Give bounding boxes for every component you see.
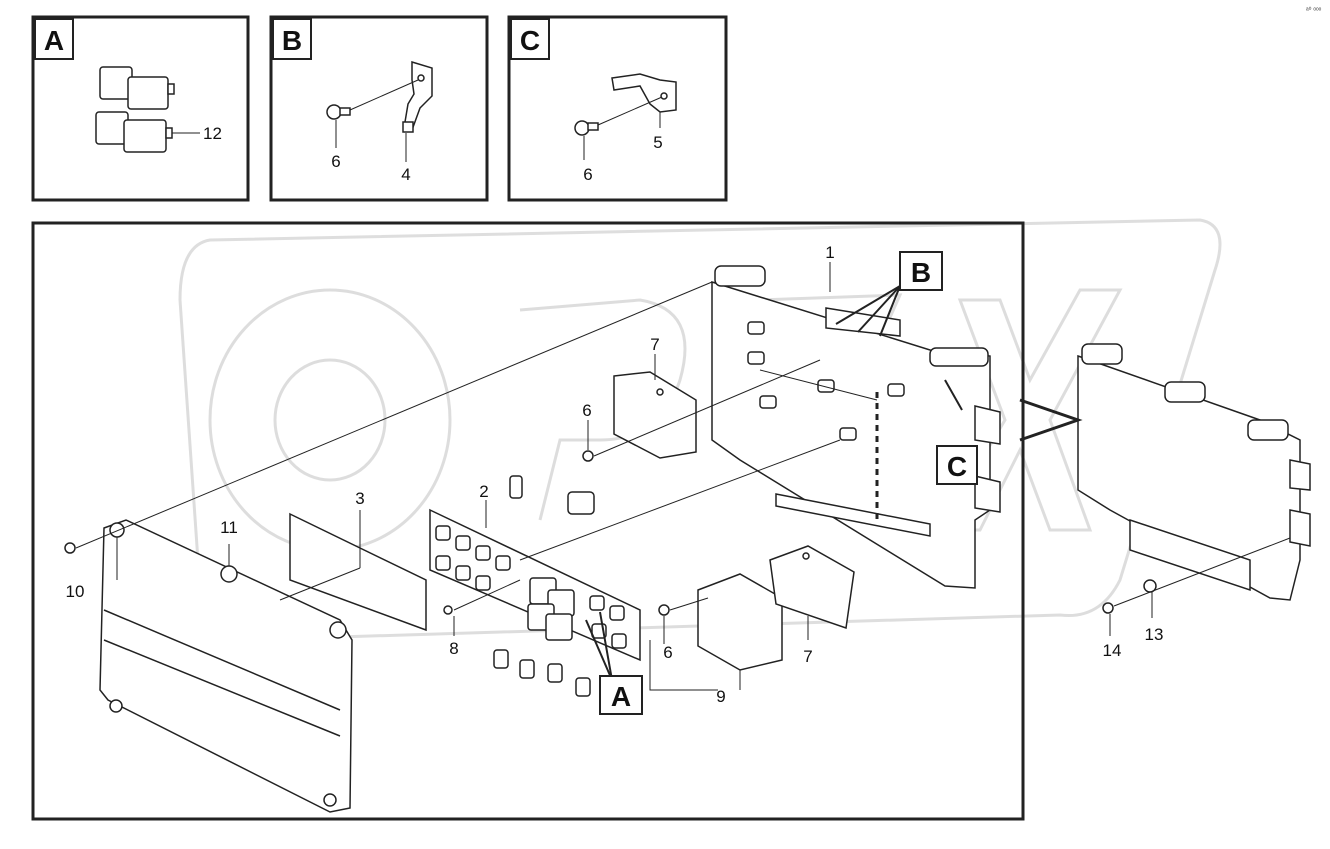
callout-2: 2 <box>479 482 488 501</box>
callout-6-upper: 6 <box>582 401 591 420</box>
module-lower <box>697 545 855 671</box>
bracket-4-shape <box>402 60 433 133</box>
callout-9: 9 <box>716 687 725 706</box>
callout-box-a: A <box>599 675 643 715</box>
arrow-lines-b <box>585 285 963 681</box>
callout-4: 4 <box>401 165 410 184</box>
callout-8: 8 <box>449 639 458 658</box>
main-letter-c: C <box>947 451 967 482</box>
callout-numbers: 1 2 3 10 11 8 6 7 6 9 7 13 14 <box>66 243 1164 706</box>
screw-6-shape <box>326 104 351 120</box>
main-letter-a: A <box>611 681 631 712</box>
panel-a-letter: A <box>44 25 64 56</box>
detail-panel-c: C 6 5 <box>507 15 728 202</box>
panel-c-callout-6: 6 <box>583 165 592 184</box>
ecu-box <box>711 265 1001 589</box>
callout-11: 11 <box>220 518 238 537</box>
callout-5: 5 <box>653 133 662 152</box>
main-frame <box>31 221 1025 821</box>
callout-10: 10 <box>66 582 85 601</box>
panel-b-callout-6: 6 <box>331 152 340 171</box>
callout-6-lower: 6 <box>663 643 672 662</box>
corner-mark: ᵃ⁰ ᵒᵒᵒ <box>1306 6 1322 14</box>
detail-panel-b: B 6 4 <box>269 15 489 202</box>
main-letter-b: B <box>911 257 931 288</box>
callout-7-lower: 7 <box>803 647 812 666</box>
bracket-5-shape <box>611 73 677 113</box>
panel-b-letter: B <box>282 25 302 56</box>
callout-13: 13 <box>1145 625 1164 644</box>
callout-14: 14 <box>1103 641 1122 660</box>
screw-6c-shape <box>574 120 599 136</box>
relay-group <box>95 66 175 153</box>
detail-panel-a: A 12 <box>31 15 250 202</box>
callout-3: 3 <box>355 489 364 508</box>
leader-lines <box>75 262 1291 691</box>
callout-12: 12 <box>203 124 222 143</box>
callout-box-c: C <box>936 445 978 485</box>
module-upper <box>613 371 697 459</box>
ecu-assembled <box>1077 343 1311 601</box>
label-plate <box>289 512 427 632</box>
panel-c-letter: C <box>520 25 540 56</box>
callout-box-b: B <box>899 251 943 291</box>
callout-7-upper: 7 <box>650 335 659 354</box>
callout-1: 1 <box>825 243 834 262</box>
